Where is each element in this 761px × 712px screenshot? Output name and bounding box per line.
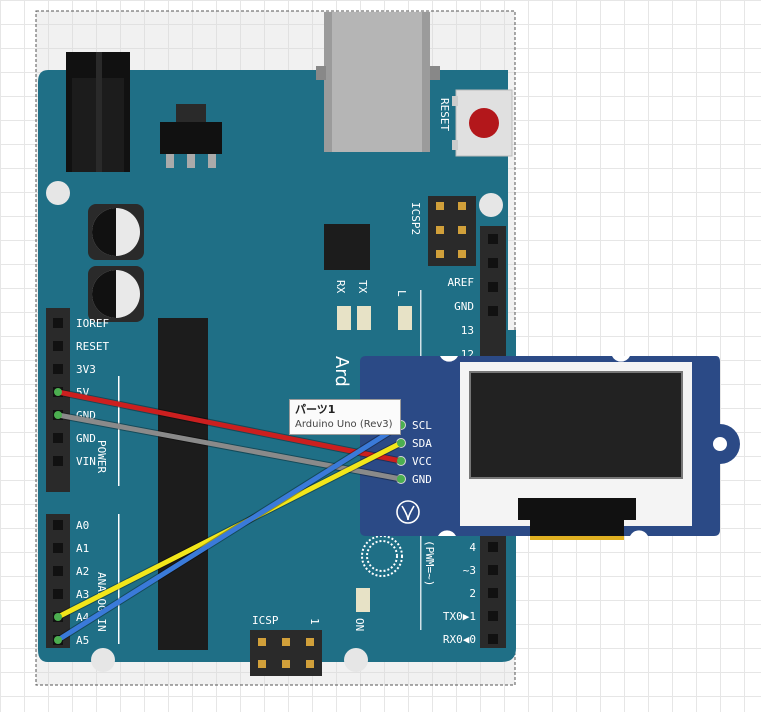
- chip-socket: [158, 318, 208, 650]
- capacitor: [88, 204, 144, 260]
- header-pin[interactable]: [53, 433, 63, 443]
- wire-a5-scl[interactable]: [55, 422, 404, 643]
- digital-pin-label: RX0◀0: [443, 633, 476, 646]
- header-pin[interactable]: [53, 341, 63, 351]
- analog-pin-label: A3: [76, 588, 89, 601]
- digital-pin-label: 2: [469, 587, 476, 600]
- header-pin[interactable]: [53, 543, 63, 553]
- on-label: ON: [353, 618, 366, 631]
- icsp-pin-label: 1: [308, 618, 321, 625]
- grove-logo-icon: [396, 500, 420, 524]
- digital-pin-label: AREF: [448, 276, 475, 289]
- voltage-regulator: [160, 104, 222, 168]
- digital-pin-label: GND: [454, 300, 474, 313]
- oled-pin-label: SDA: [412, 437, 432, 450]
- header-pin[interactable]: [488, 542, 498, 552]
- icsp2-label: ICSP2: [409, 202, 422, 235]
- header-pin[interactable]: [53, 456, 63, 466]
- header-pin[interactable]: [488, 634, 498, 644]
- oled-pin-label: SCL: [412, 419, 432, 432]
- usb-connector: [316, 12, 440, 152]
- wire-endpoint[interactable]: [397, 475, 405, 483]
- icsp2-header: [428, 196, 476, 266]
- oled-screen: [469, 371, 683, 479]
- tx-label: TX: [356, 280, 369, 294]
- mount-hole: [344, 648, 368, 672]
- analog-pin-label: A0: [76, 519, 89, 532]
- wire-layer: [54, 388, 405, 644]
- header-pin[interactable]: [488, 234, 498, 244]
- part-tooltip: パーツ1 Arduino Uno (Rev3): [289, 399, 401, 435]
- tooltip-title: パーツ1: [295, 403, 336, 416]
- tooltip-subtitle: Arduino Uno (Rev3): [295, 419, 393, 430]
- header-pin[interactable]: [53, 318, 63, 328]
- wire-endpoint[interactable]: [54, 388, 62, 396]
- reset-label: RESET: [438, 98, 451, 131]
- header-pin[interactable]: [53, 364, 63, 374]
- mount-hole: [713, 437, 727, 451]
- reset-button[interactable]: [452, 89, 513, 157]
- analog-pin-label: A2: [76, 565, 89, 578]
- rx-label: RX: [334, 280, 347, 294]
- icsp-label: ICSP: [252, 614, 279, 627]
- oled-ribbon: [518, 498, 636, 520]
- board-brand-text: Ard: [331, 356, 352, 387]
- oled-display-module[interactable]: SCL SDA VCC GND: [360, 356, 740, 540]
- l-label: L: [395, 290, 408, 297]
- power-pin-label: IOREF: [76, 317, 109, 330]
- analog-pin-label: A5: [76, 634, 89, 647]
- header-pin[interactable]: [488, 282, 498, 292]
- l-led: [398, 306, 412, 330]
- digital-pin-label: 13: [461, 324, 474, 337]
- oled-pin-label: VCC: [412, 455, 432, 468]
- mount-hole: [91, 648, 115, 672]
- arduino-uno-board[interactable]: RESET ICSP2 RX TX L ON Ard (PWM=~): [38, 12, 516, 686]
- analog-pin-label: A1: [76, 542, 89, 555]
- power-pin-label: VIN: [76, 455, 96, 468]
- capacitor: [88, 266, 144, 322]
- mount-hole: [479, 193, 503, 217]
- wire-gnd-gnd[interactable]: [55, 412, 404, 482]
- oled-flex: [530, 520, 624, 540]
- digital-pin-label: ~3: [463, 564, 476, 577]
- digital-pin-label: TX0▶1: [443, 610, 476, 623]
- analog-group-label: ANALOG IN: [95, 572, 108, 632]
- wire-endpoint[interactable]: [54, 636, 62, 644]
- power-pin-label: GND: [76, 432, 96, 445]
- power-pin-label: RESET: [76, 340, 109, 353]
- header-pin[interactable]: [488, 565, 498, 575]
- icsp-header: [250, 630, 322, 676]
- rx-led: [337, 306, 351, 330]
- on-led: [356, 588, 370, 612]
- header-pin[interactable]: [488, 611, 498, 621]
- analog-group-line: [118, 514, 120, 644]
- header-pin[interactable]: [53, 566, 63, 576]
- analog-header: [46, 514, 70, 648]
- power-jack: [66, 52, 130, 172]
- power-pin-label: 3V3: [76, 363, 96, 376]
- mount-hole: [46, 181, 70, 205]
- header-pin[interactable]: [488, 588, 498, 598]
- power-group-line: [118, 376, 120, 486]
- header-pin[interactable]: [53, 520, 63, 530]
- wire-endpoint[interactable]: [397, 457, 405, 465]
- header-pin[interactable]: [488, 258, 498, 268]
- wire-endpoint[interactable]: [54, 411, 62, 419]
- power-group-label: POWER: [95, 440, 108, 473]
- pwm-label: (PWM=~): [423, 540, 436, 586]
- oled-pin-label: GND: [412, 473, 432, 486]
- wire-endpoint[interactable]: [397, 439, 405, 447]
- header-pin[interactable]: [53, 589, 63, 599]
- digital-pin-label: 4: [469, 541, 476, 554]
- wire-endpoint[interactable]: [54, 613, 62, 621]
- microcontroller-chip: [324, 224, 370, 270]
- header-pin[interactable]: [488, 306, 498, 316]
- wire-5v-vcc[interactable]: [55, 389, 404, 464]
- tx-led: [357, 306, 371, 330]
